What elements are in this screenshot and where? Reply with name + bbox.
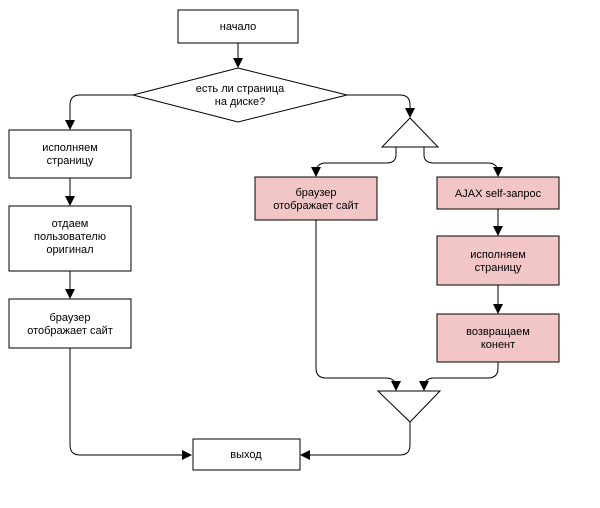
edge-left-display-to-exit [69, 348, 192, 460]
exit-node: выход [192, 438, 301, 471]
fork-triangle [380, 117, 440, 148]
start-label: начало [220, 21, 256, 33]
edges [65, 43, 503, 460]
right-execute-line1: исполняем [470, 249, 526, 261]
return-line1: возвращаем [466, 326, 530, 338]
right-display-line1: браузер [295, 187, 336, 199]
edge-fork-to-ajax [423, 147, 503, 177]
serve-original-node: отдаем пользователю оригинал [8, 205, 132, 272]
left-display-node: браузер отображает сайт [8, 298, 132, 349]
edge-decision-to-left-execute [65, 94, 133, 130]
return-content-node: возвращаем конент [436, 313, 560, 363]
decision-label-line1: есть ли страница [196, 83, 285, 95]
right-execute-line2: страницу [475, 262, 522, 274]
decision-node: есть ли страница на диске? [132, 67, 348, 123]
return-line2: конент [481, 339, 515, 351]
left-execute-node: исполняем страницу [8, 129, 132, 179]
serve-line2: пользователю [34, 231, 106, 243]
edge-fork-to-right-display [311, 147, 397, 177]
ajax-request-node: AJAX self-запрос [436, 176, 560, 210]
start-node: начало [177, 9, 299, 44]
decision-label-line2: на диске? [215, 96, 265, 108]
left-display-line2: отображает сайт [27, 325, 113, 337]
left-execute-line2: страницу [47, 155, 94, 167]
serve-line3: оригинал [46, 244, 93, 256]
serve-line1: отдаем [52, 218, 89, 230]
edge-right-display-to-merge [315, 220, 401, 391]
right-execute-node: исполняем страницу [436, 235, 560, 286]
right-display-line2: отображает сайт [273, 200, 359, 212]
left-execute-line1: исполняем [42, 142, 98, 154]
exit-label: выход [230, 449, 262, 461]
edge-decision-to-fork [347, 94, 415, 118]
edge-return-to-merge [419, 362, 499, 391]
merge-triangle [376, 390, 442, 423]
right-display-node: браузер отображает сайт [254, 176, 378, 221]
left-display-line1: браузер [49, 312, 90, 324]
edge-merge-to-exit [300, 422, 411, 460]
ajax-label: AJAX self-запрос [455, 188, 542, 200]
